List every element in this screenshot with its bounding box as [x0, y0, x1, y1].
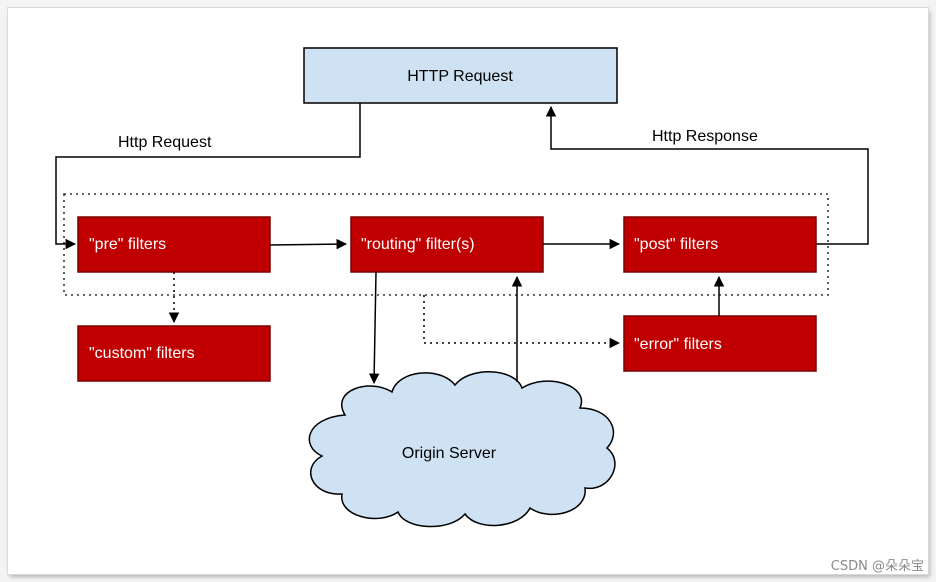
post-filters-box: "post" filters	[623, 216, 817, 273]
routing-filters-box: "routing" filter(s)	[350, 216, 544, 273]
custom-filters-box: "custom" filters	[77, 325, 271, 382]
http-request-edge-label: Http Request	[118, 134, 212, 151]
pre-filters-box: "pre" filters	[77, 216, 271, 273]
http-request-box: HTTP Request	[303, 47, 618, 104]
pre-to-routing-arrow	[269, 238, 348, 250]
pre-filters-label: "pre" filters	[89, 236, 166, 253]
watermark-text: CSDN @朵朵宝	[830, 559, 924, 574]
error-filters-box: "error" filters	[623, 315, 817, 372]
post-filters-label: "post" filters	[634, 236, 718, 253]
chain-to-error-arrow	[423, 295, 621, 349]
error-filters-label: "error" filters	[634, 336, 722, 353]
custom-filters-label: "custom" filters	[89, 345, 195, 362]
origin-server-label: Origin Server	[402, 445, 497, 462]
routing-filters-label: "routing" filter(s)	[361, 236, 475, 253]
routing-to-origin-arrow	[368, 271, 380, 385]
http-response-edge-label: Http Response	[652, 128, 758, 145]
response-connector	[545, 105, 869, 245]
http-request-box-label: HTTP Request	[407, 68, 513, 85]
request-connector	[55, 103, 361, 250]
origin-server-cloud: Origin Server	[308, 371, 616, 528]
